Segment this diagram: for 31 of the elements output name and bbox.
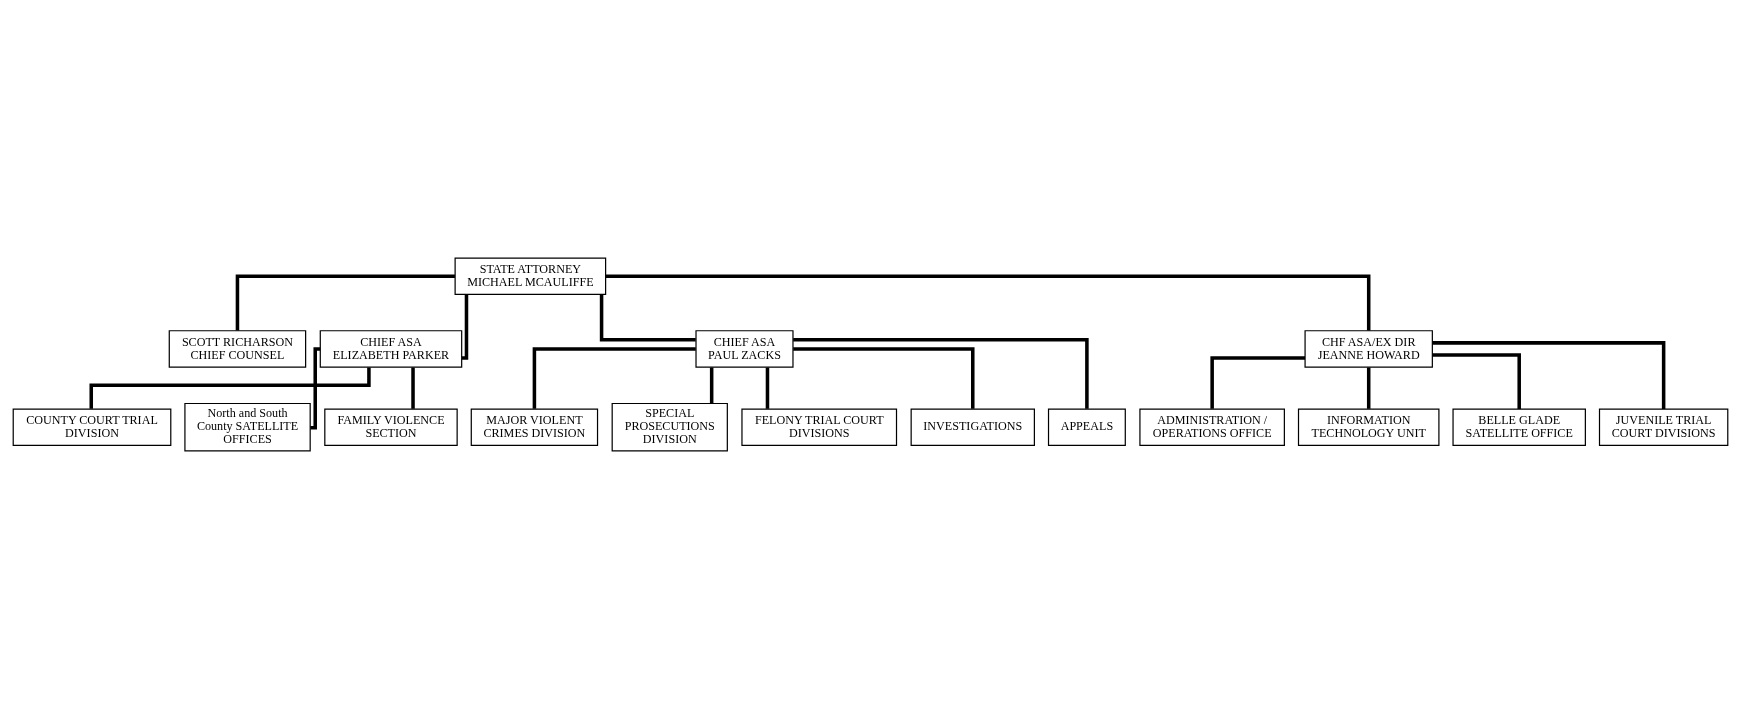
node-box: COUNTY COURT TRIAL DIVISION xyxy=(12,407,172,446)
node-box: SCOTT RICHARSON CHIEF COUNSEL xyxy=(168,329,307,368)
node-box: FELONY TRIAL COURT DIVISIONS xyxy=(741,407,898,446)
connector xyxy=(709,367,714,403)
connector xyxy=(532,346,696,409)
connector xyxy=(1432,340,1666,409)
node-box: ADMINISTRATION / OPERATIONS OFFICE xyxy=(1139,407,1285,446)
node-box: STATE ATTORNEY MICHAEL MCAULIFFE xyxy=(454,256,607,295)
node-box: INVESTIGATIONS xyxy=(910,407,1035,446)
node-box: MAJOR VIOLENT CRIMES DIVISION xyxy=(470,407,599,446)
node-box: JUVENILE TRIAL COURT DIVISIONS xyxy=(1598,407,1729,446)
connector xyxy=(1210,355,1306,409)
node-box: CHF ASA/EX DIR JEANNE HOWARD xyxy=(1304,329,1433,368)
connector xyxy=(793,337,1089,409)
connector xyxy=(411,367,415,409)
connector xyxy=(1366,367,1371,409)
node-box: SPECIAL PROSECUTIONS DIVISION xyxy=(611,402,728,452)
node-box: BELLE GLADE SATELLITE OFFICE xyxy=(1452,407,1586,446)
connector xyxy=(235,273,455,331)
node-box: North and South County SATELLITE OFFICES xyxy=(184,402,311,452)
connector xyxy=(1432,352,1521,409)
connector xyxy=(793,346,975,409)
node-box: FAMILY VIOLENCE SECTION xyxy=(324,407,458,446)
connector xyxy=(765,367,770,409)
node-box: APPEALS xyxy=(1047,407,1126,446)
connector xyxy=(605,273,1371,331)
node-box: INFORMATION TECHNOLOGY UNIT xyxy=(1297,407,1440,446)
connector xyxy=(599,294,696,342)
connector xyxy=(462,294,469,360)
node-box: CHIEF ASA PAUL ZACKS xyxy=(695,329,794,368)
node-box: CHIEF ASA ELIZABETH PARKER xyxy=(319,329,463,368)
